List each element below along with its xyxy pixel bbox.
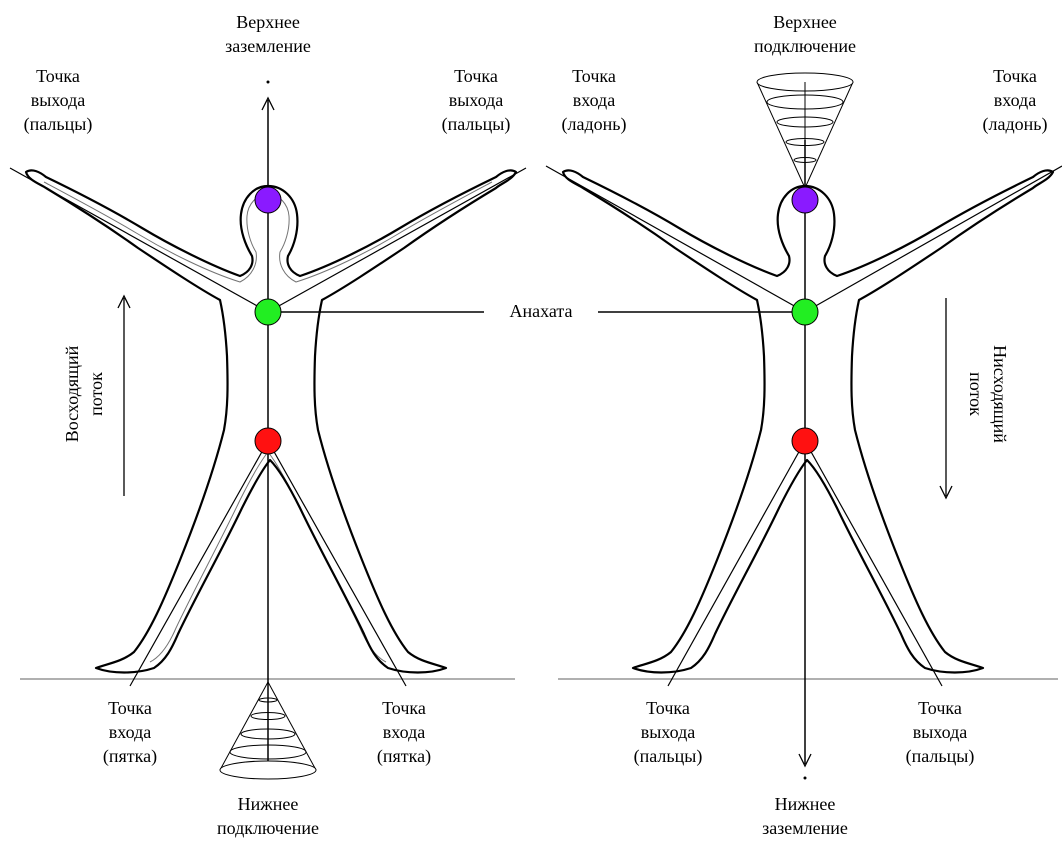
axis-arrow-up bbox=[261, 96, 275, 111]
leg-line-left bbox=[129, 440, 269, 687]
label-hand-left: Точка выхода (пальцы) bbox=[23, 66, 93, 134]
label-foot-left: Точка входа (пятка) bbox=[102, 698, 158, 766]
label-top-connection: Верхнее подключение bbox=[753, 12, 857, 56]
heart-chakra-right bbox=[791, 298, 819, 326]
label-ascending-flow: Восходящий поток bbox=[62, 345, 106, 443]
arm-line-left bbox=[9, 167, 269, 313]
human-figure-right bbox=[545, 72, 1062, 780]
leg-line-left bbox=[667, 440, 806, 687]
label-top-grounding: Верхнее заземление bbox=[225, 12, 311, 56]
root-chakra-right bbox=[791, 427, 819, 455]
top-cone-icon bbox=[756, 72, 854, 189]
label-bottom-connection: Нижнее подключение bbox=[216, 794, 320, 838]
label-descending-flow: Нисходящий поток bbox=[966, 345, 1010, 443]
label-toes-left: Точка выхода (пальцы) bbox=[633, 698, 703, 766]
top-point bbox=[266, 80, 270, 84]
label-palm-right: Точка входа (ладонь) bbox=[982, 66, 1048, 134]
label-toes-right: Точка выхода (пальцы) bbox=[905, 698, 975, 766]
leg-line-right bbox=[267, 440, 407, 687]
label-foot-right: Точка входа (пятка) bbox=[376, 698, 432, 766]
label-hand-right: Точка выхода (пальцы) bbox=[441, 66, 511, 134]
crown-chakra-right bbox=[791, 186, 819, 214]
arm-line-right bbox=[804, 165, 1062, 313]
human-figure-left bbox=[9, 80, 527, 780]
bottom-point bbox=[803, 776, 807, 780]
label-palm-left: Точка входа (ладонь) bbox=[561, 66, 627, 134]
label-bottom-grounding: Нижнее заземление bbox=[762, 794, 848, 838]
root-chakra-left bbox=[254, 427, 282, 455]
axis-arrow-down bbox=[798, 753, 812, 768]
arm-line-right bbox=[267, 167, 527, 313]
leg-line-right bbox=[804, 440, 943, 687]
label-anahata: Анахата bbox=[503, 299, 579, 323]
body-inner-contour bbox=[43, 181, 493, 663]
bottom-cone-icon bbox=[219, 681, 317, 780]
crown-chakra-left bbox=[254, 186, 282, 214]
heart-chakra-left bbox=[254, 298, 282, 326]
arm-line-left bbox=[545, 165, 806, 313]
